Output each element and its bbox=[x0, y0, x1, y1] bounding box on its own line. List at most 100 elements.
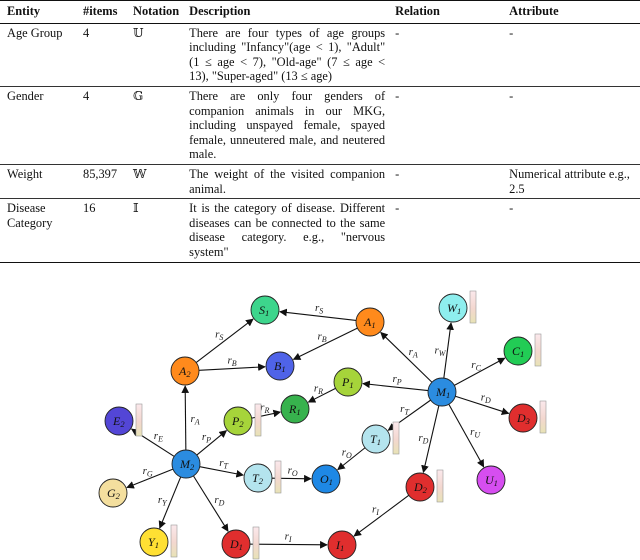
node-m1 bbox=[427, 377, 457, 407]
edge-label: rT bbox=[219, 457, 228, 471]
edge-label: rP bbox=[202, 431, 211, 445]
cell-relation: - bbox=[388, 198, 503, 263]
node-label: T2 bbox=[252, 471, 264, 486]
cell-attribute: - bbox=[502, 86, 640, 165]
header-relation: Relation bbox=[388, 0, 503, 24]
cell-relation: - bbox=[388, 86, 503, 165]
cell-entity: Weight bbox=[0, 164, 76, 200]
cell-items: 4 bbox=[76, 86, 126, 165]
attribute-bar bbox=[392, 421, 400, 455]
edge-label: rD bbox=[214, 494, 224, 508]
edge-arrow bbox=[279, 308, 357, 321]
edge-label: rR bbox=[260, 401, 269, 415]
attribute-bar bbox=[436, 469, 444, 503]
edge-arrow bbox=[192, 475, 229, 532]
node-d1 bbox=[221, 529, 251, 559]
node-a1 bbox=[355, 307, 385, 337]
cell-items: 4 bbox=[76, 23, 126, 87]
cell-attribute: Numerical attribute e.g., 2.5 bbox=[502, 164, 640, 200]
node-label: Y1 bbox=[148, 535, 159, 550]
node-i1 bbox=[327, 530, 357, 560]
edge-label: rI bbox=[372, 503, 379, 517]
cell-items: 16 bbox=[76, 198, 126, 263]
header-items: #items bbox=[76, 0, 126, 24]
cell-notation: 𝕌 bbox=[126, 23, 183, 87]
edge-arrow bbox=[455, 395, 510, 415]
attribute-bar bbox=[254, 403, 262, 437]
node-y1 bbox=[139, 527, 169, 557]
node-w1 bbox=[438, 293, 468, 323]
header-description: Description bbox=[182, 0, 389, 24]
node-a2 bbox=[170, 356, 200, 386]
edge-arrow bbox=[421, 405, 440, 474]
edge-arrow bbox=[448, 403, 485, 468]
edge-label: rD bbox=[418, 432, 428, 446]
edge-arrow bbox=[353, 494, 410, 537]
edge-arrow bbox=[249, 540, 328, 549]
table-row: Gender 4 𝔾 There are only four genders o… bbox=[0, 86, 640, 165]
cell-attribute: - bbox=[502, 198, 640, 263]
edge-arrow bbox=[337, 447, 366, 471]
attribute-bar bbox=[252, 526, 260, 560]
node-p2 bbox=[223, 406, 253, 436]
node-t1 bbox=[361, 424, 391, 454]
cell-description: The weight of the visited companion anim… bbox=[182, 164, 389, 200]
edge-arrow bbox=[181, 385, 190, 451]
entity-table: Entity #items Notation Description Relat… bbox=[0, 0, 640, 263]
node-m2 bbox=[171, 449, 201, 479]
cell-entity: Gender bbox=[0, 86, 76, 165]
edge-arrow bbox=[307, 387, 336, 403]
edge-arrow bbox=[158, 476, 182, 529]
attribute-bar bbox=[170, 524, 178, 558]
attribute-bars-layer bbox=[135, 290, 547, 560]
cell-items: 85,397 bbox=[76, 164, 126, 200]
edge-arrow bbox=[198, 363, 266, 371]
cell-description: There are four types of age groups inclu… bbox=[182, 23, 389, 87]
attribute-bar bbox=[539, 400, 547, 434]
edge-label: rR bbox=[314, 382, 323, 396]
header-attribute: Attribute bbox=[502, 0, 640, 24]
edge-label: rW bbox=[435, 344, 447, 358]
edge-label: rS bbox=[315, 302, 323, 316]
cell-description: There are only four genders of companion… bbox=[182, 86, 389, 165]
node-t2 bbox=[243, 463, 273, 493]
edge-label: rS bbox=[215, 329, 223, 343]
cell-relation: - bbox=[388, 23, 503, 87]
edge-label: rO bbox=[342, 447, 352, 461]
cell-entity: Disease Category bbox=[0, 198, 76, 263]
node-r1 bbox=[280, 394, 310, 424]
table-row: Disease Category 16 𝕀 It is the category… bbox=[0, 198, 640, 263]
edge-label: rI bbox=[285, 530, 292, 544]
node-g2 bbox=[98, 478, 128, 508]
table-row: Weight 85,397 𝕎 The weight of the visite… bbox=[0, 164, 640, 200]
header-entity: Entity bbox=[0, 0, 76, 24]
edge-label: rC bbox=[471, 359, 481, 373]
table-row: Age Group 4 𝕌 There are four types of ag… bbox=[0, 23, 640, 87]
node-d3 bbox=[508, 403, 538, 433]
edge-label: rU bbox=[470, 426, 481, 440]
edge-label: rB bbox=[228, 355, 237, 369]
edge-arrow bbox=[199, 466, 245, 478]
node-d2 bbox=[405, 472, 435, 502]
edge-label: rD bbox=[481, 391, 491, 405]
cell-entity: Age Group bbox=[0, 23, 76, 87]
edge-arrow bbox=[454, 357, 506, 386]
edge-arrow bbox=[362, 380, 429, 392]
node-u1 bbox=[476, 465, 506, 495]
edge-arrow bbox=[196, 430, 228, 456]
node-o1 bbox=[311, 464, 341, 494]
edge-label: rO bbox=[288, 464, 298, 478]
edge-arrow bbox=[380, 331, 433, 383]
cell-notation: 𝕎 bbox=[126, 164, 183, 200]
edge-label: rY bbox=[158, 494, 168, 508]
attribute-bar bbox=[534, 333, 542, 367]
cell-notation: 𝔾 bbox=[126, 86, 183, 165]
node-label: I1 bbox=[335, 538, 344, 553]
cell-attribute: - bbox=[502, 23, 640, 87]
attribute-bar bbox=[135, 403, 143, 437]
header-notation: Notation bbox=[126, 0, 183, 24]
